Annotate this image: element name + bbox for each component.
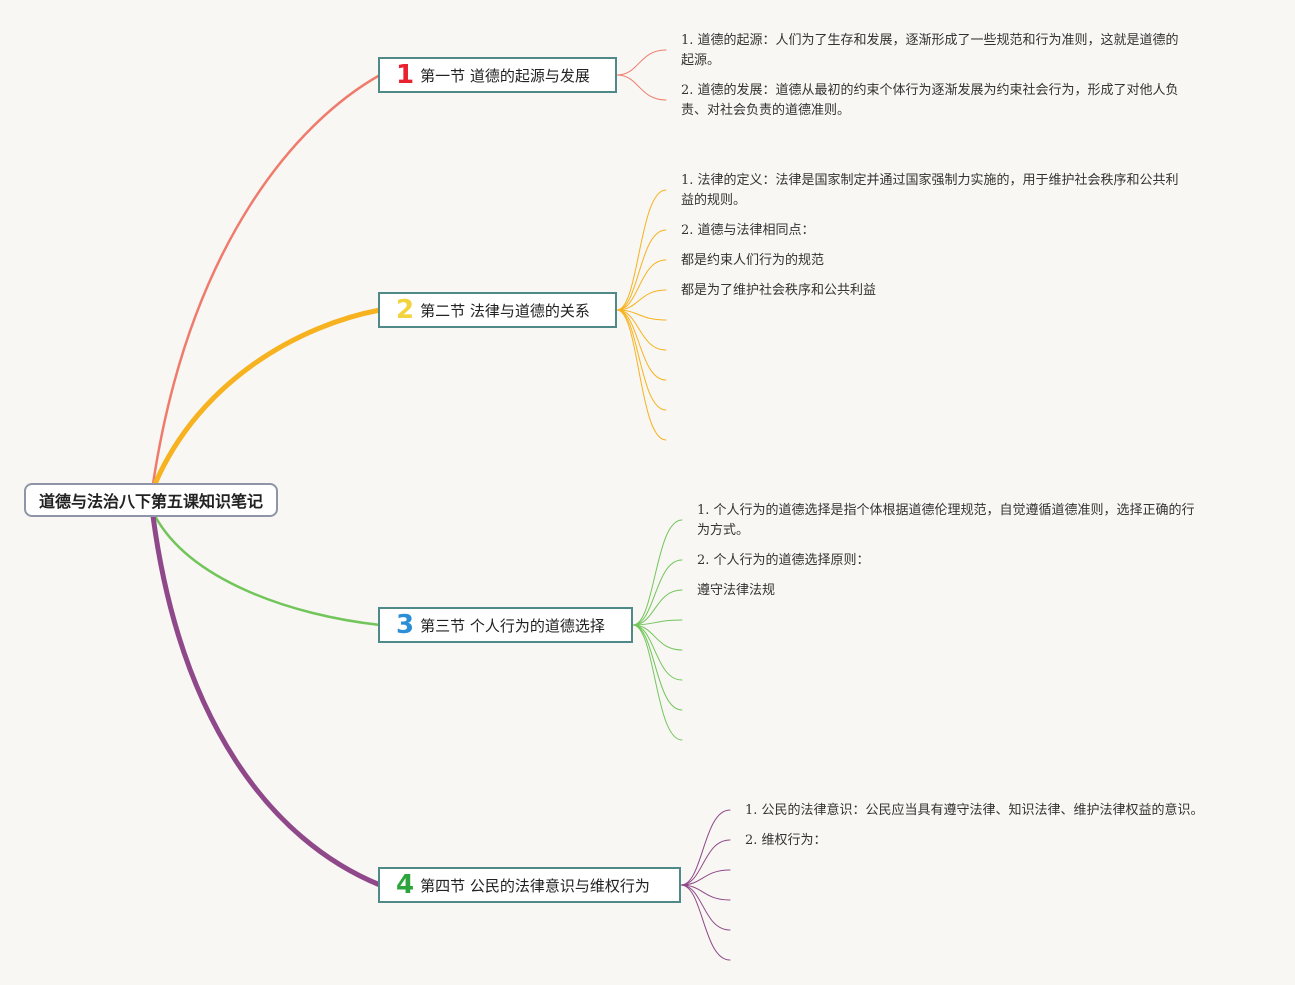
connector-2-2	[616, 229, 667, 311]
section-3-item-2[interactable]: 2. 个人行为的道德选择原则：	[697, 553, 870, 568]
connector-3-6	[632, 624, 683, 681]
connector-3-4	[632, 619, 683, 626]
connector-2-8	[616, 309, 667, 411]
section-4-item-2[interactable]: 2. 维权行为：	[745, 833, 827, 848]
branch-4	[150, 513, 383, 888]
section-3-item-1[interactable]: 1. 个人行为的道德选择是指个体根据道德伦理规范，自觉遵循道德准则，选择正确的行…	[697, 503, 1195, 538]
branch-1	[151, 73, 382, 486]
section-1-number: 1	[396, 60, 415, 90]
connector-2-4	[616, 289, 667, 311]
connector-2-9	[616, 309, 667, 441]
section-4-number: 4	[396, 870, 415, 900]
section-1-item-1[interactable]: 1. 道德的起源：人们为了生存和发展，逐渐形成了一些规范和行为准则，这就是道德的…	[681, 33, 1179, 68]
section-2-item-2[interactable]: 2. 道德与法律相同点：	[681, 223, 815, 238]
connector-2-1	[616, 189, 667, 311]
section-2-item-1[interactable]: 1. 法律的定义：法律是国家制定并通过国家强制力实施的，用于维护社会秩序和公共利…	[681, 173, 1179, 208]
connector-3-5	[632, 624, 683, 651]
root-title: 道德与法治八下第五课知识笔记	[38, 492, 263, 511]
section-1-topic[interactable]: 1 第一节 道德的起源与发展	[378, 57, 617, 93]
connector-1-1	[616, 49, 667, 76]
connector-1-2	[616, 74, 667, 101]
section-1-item-2[interactable]: 2. 道德的发展：道德从最初的约束个体行为逐渐发展为约束社会行为，形成了对他人负…	[681, 83, 1179, 118]
section-2-title: 第二节 法律与道德的关系	[420, 301, 590, 320]
section-4-topic[interactable]: 4 第四节 公民的法律意识与维权行为	[378, 867, 681, 903]
connector-3-3	[632, 589, 683, 626]
section-4-title: 第四节 公民的法律意识与维权行为	[420, 876, 650, 895]
section-2-item-4[interactable]: 都是为了维护社会秩序和公共利益	[681, 283, 877, 298]
section-1-title: 第一节 道德的起源与发展	[420, 66, 590, 85]
section-4-item-1[interactable]: 1. 公民的法律意识：公民应当具有遵守法律、知识法律、维护法律权益的意识。	[745, 803, 1204, 818]
section-3-title: 第三节 个人行为的道德选择	[420, 616, 605, 635]
section-3-number: 3	[396, 610, 415, 640]
branch-2	[152, 307, 383, 487]
connector-3-8	[632, 624, 683, 741]
connector-4-2	[680, 839, 731, 886]
connector-2-3	[616, 259, 667, 311]
root-topic[interactable]: 道德与法治八下第五课知识笔记	[24, 483, 278, 517]
connector-3-7	[632, 624, 683, 711]
section-3-topic[interactable]: 3 第三节 个人行为的道德选择	[378, 607, 633, 643]
connector-4-6	[680, 884, 731, 961]
connector-2-6	[616, 309, 667, 351]
section-2-topic[interactable]: 2 第二节 法律与道德的关系	[378, 292, 617, 328]
section-2-number: 2	[396, 295, 415, 325]
section-2-item-3[interactable]: 都是约束人们行为的规范	[681, 253, 825, 268]
connector-4-3	[680, 869, 731, 886]
branch-3	[153, 514, 382, 627]
connector-3-2	[632, 559, 683, 626]
connector-4-5	[680, 884, 731, 931]
connector-4-1	[680, 809, 731, 886]
connector-2-7	[616, 309, 667, 381]
section-3-item-3[interactable]: 遵守法律法规	[697, 583, 776, 598]
connector-3-1	[632, 519, 683, 626]
